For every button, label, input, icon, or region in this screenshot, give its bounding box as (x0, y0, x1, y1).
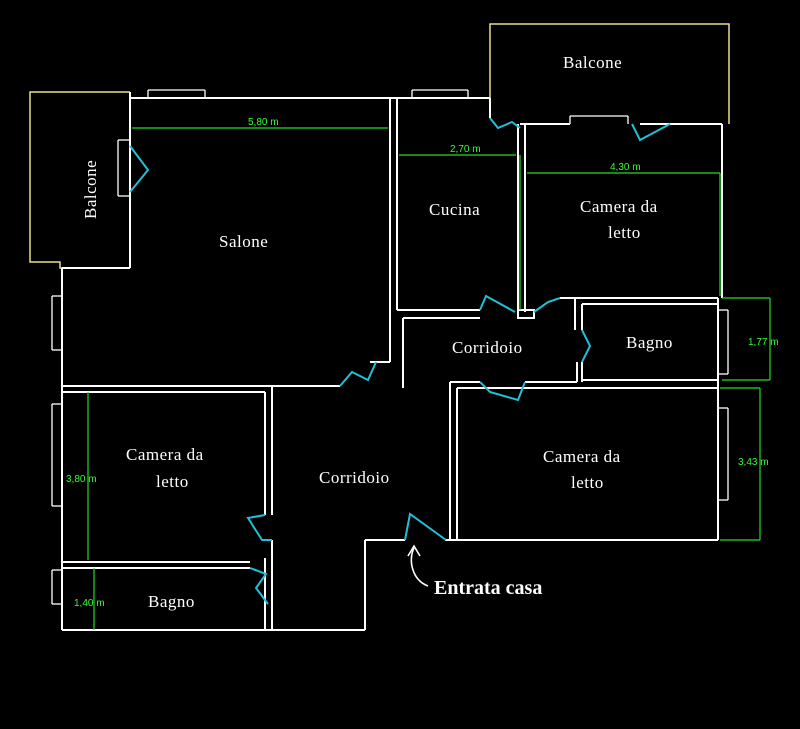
entrance-arrow (407, 544, 429, 587)
dim-label-cucina-width: 2,70 m (450, 144, 481, 155)
entrance-label: Entrata casa (434, 577, 542, 599)
room-label-bagno-left: Bagno (148, 592, 195, 611)
dim-label-camera-left-height: 3,80 m (66, 474, 97, 485)
door-camera-bottom-right[interactable] (479, 381, 526, 402)
door-cucina[interactable] (479, 294, 516, 313)
door-camera-left[interactable] (246, 514, 272, 541)
dimension-lines (87, 127, 771, 630)
balcony-top-outline (489, 23, 730, 124)
doors (129, 117, 671, 605)
room-label-bagno-right: Bagno (626, 333, 673, 352)
dim-label-salone-width: 5,80 m (248, 117, 279, 128)
windows (51, 89, 729, 605)
dim-label-bagno-right-height: 1,77 m (748, 337, 779, 348)
door-balcone-top-right[interactable] (631, 123, 671, 142)
door-bagno-left[interactable] (249, 567, 269, 605)
room-label-camera-top-right-line1: Camera da (580, 197, 658, 216)
door-bagno-right[interactable] (581, 329, 592, 363)
door-salone[interactable] (339, 361, 377, 387)
dim-label-camera-top-right-width: 4,30 m (610, 162, 641, 173)
room-label-camera-bottom-right-line1: Camera da (543, 447, 621, 466)
door-balcone-top-left[interactable] (489, 117, 521, 130)
room-label-camera-left-line2: letto (156, 472, 189, 491)
dim-label-bagno-left-height: 1,40 m (74, 598, 105, 609)
room-label-corridoio-upper: Corridoio (452, 338, 523, 357)
balcony-left-outline (29, 91, 130, 269)
door-balcone-left[interactable] (129, 145, 150, 193)
room-label-salone: Salone (219, 232, 268, 251)
room-label-corridoio-main: Corridoio (319, 468, 390, 487)
room-label-camera-left-line1: Camera da (126, 445, 204, 464)
room-label-camera-bottom-right-line2: letto (571, 473, 604, 492)
room-label-camera-top-right-line2: letto (608, 223, 641, 242)
room-label-balcone-left: Balcone (81, 160, 100, 219)
door-camera-top-right[interactable] (533, 297, 561, 313)
interior-walls (62, 98, 718, 630)
door-entrance[interactable] (404, 512, 447, 541)
exterior-walls (61, 92, 723, 631)
dim-label-camera-bottom-right-height: 3,43 m (738, 457, 769, 468)
room-label-cucina: Cucina (429, 200, 480, 219)
room-label-balcone-top: Balcone (563, 53, 622, 72)
